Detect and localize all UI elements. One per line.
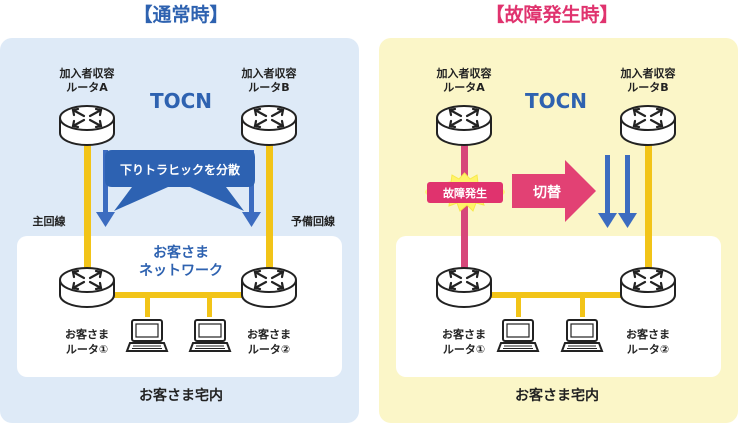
downstream-arrow-1 <box>598 155 617 228</box>
lan-line <box>465 292 648 298</box>
router-a-label-2: ルータA <box>443 81 485 94</box>
failed-main-line <box>461 136 468 285</box>
tocn-label: TOCN <box>525 89 587 113</box>
router-b-label-2: ルータB <box>248 81 289 94</box>
customer-router-1-icon <box>435 266 493 309</box>
traffic-callout: 下りトラヒックを分散 <box>105 150 255 211</box>
customer-router-2-label-1: お客さま <box>247 327 291 341</box>
backup-line-label: 予備回線 <box>291 214 335 228</box>
router-b-label-1: 加入者収容 <box>241 66 297 80</box>
customer-router-1-label-2: ルータ① <box>443 343 485 356</box>
lan-label-2: ネットワーク <box>139 263 223 279</box>
backup-line <box>266 136 273 285</box>
lan-line <box>87 292 269 298</box>
tocn-label: TOCN <box>150 89 212 113</box>
router-a-label-1: 加入者収容 <box>436 66 492 80</box>
failure-badge-text: 故障発生 <box>443 186 487 200</box>
normal-heading: 【通常時】 <box>133 3 228 26</box>
customer-router-1-icon <box>58 266 116 309</box>
laptop-icon <box>497 319 539 352</box>
customer-router-2-label-1: お客さま <box>626 327 670 341</box>
switch-arrow: 切替 <box>512 160 596 222</box>
failure-premises-label: お客さま宅内 <box>515 387 599 404</box>
failure-panel: 【故障発生時】 故障発生 切替 TOCN <box>379 3 738 423</box>
customer-router-2-label-2: ルータ② <box>248 343 290 356</box>
router-b-label-2: ルータB <box>627 81 668 94</box>
lan-label-1: お客さま <box>153 244 209 261</box>
lan-drop <box>207 295 212 317</box>
failure-heading: 【故障発生時】 <box>485 3 618 26</box>
main-line-label: 主回線 <box>33 214 66 228</box>
customer-router-1-label-1: お客さま <box>65 327 109 341</box>
lan-drop <box>516 295 521 317</box>
customer-router-1-label-2: ルータ① <box>66 343 108 356</box>
customer-router-2-icon <box>619 266 677 309</box>
laptop-icon <box>189 319 231 352</box>
router-a-icon <box>435 104 493 147</box>
customer-router-2-label-2: ルータ② <box>627 343 669 356</box>
lan-drop <box>580 295 585 317</box>
router-b-icon <box>619 104 677 147</box>
downstream-arrow-2 <box>618 155 637 228</box>
normal-panel: 【通常時】 下りトラヒックを分散 TOCN 加入者収容 ルータA 加入者収容 <box>0 3 359 423</box>
router-b-label-1: 加入者収容 <box>620 66 676 80</box>
main-line <box>84 136 91 285</box>
router-b-icon <box>240 104 298 147</box>
switch-arrow-text: 切替 <box>533 184 562 201</box>
router-a-label-1: 加入者収容 <box>59 66 115 80</box>
active-backup-line <box>645 136 652 285</box>
normal-premises-label: お客さま宅内 <box>139 387 223 404</box>
laptop-icon <box>126 319 168 352</box>
customer-router-2-icon <box>240 266 298 309</box>
failure-badge: 故障発生 <box>425 172 505 212</box>
lan-drop <box>145 295 150 317</box>
callout-text: 下りトラヒックを分散 <box>120 162 241 177</box>
router-a-icon <box>58 104 116 147</box>
customer-router-1-label-1: お客さま <box>442 327 486 341</box>
laptop-icon <box>561 319 603 352</box>
router-a-label-2: ルータA <box>66 81 108 94</box>
